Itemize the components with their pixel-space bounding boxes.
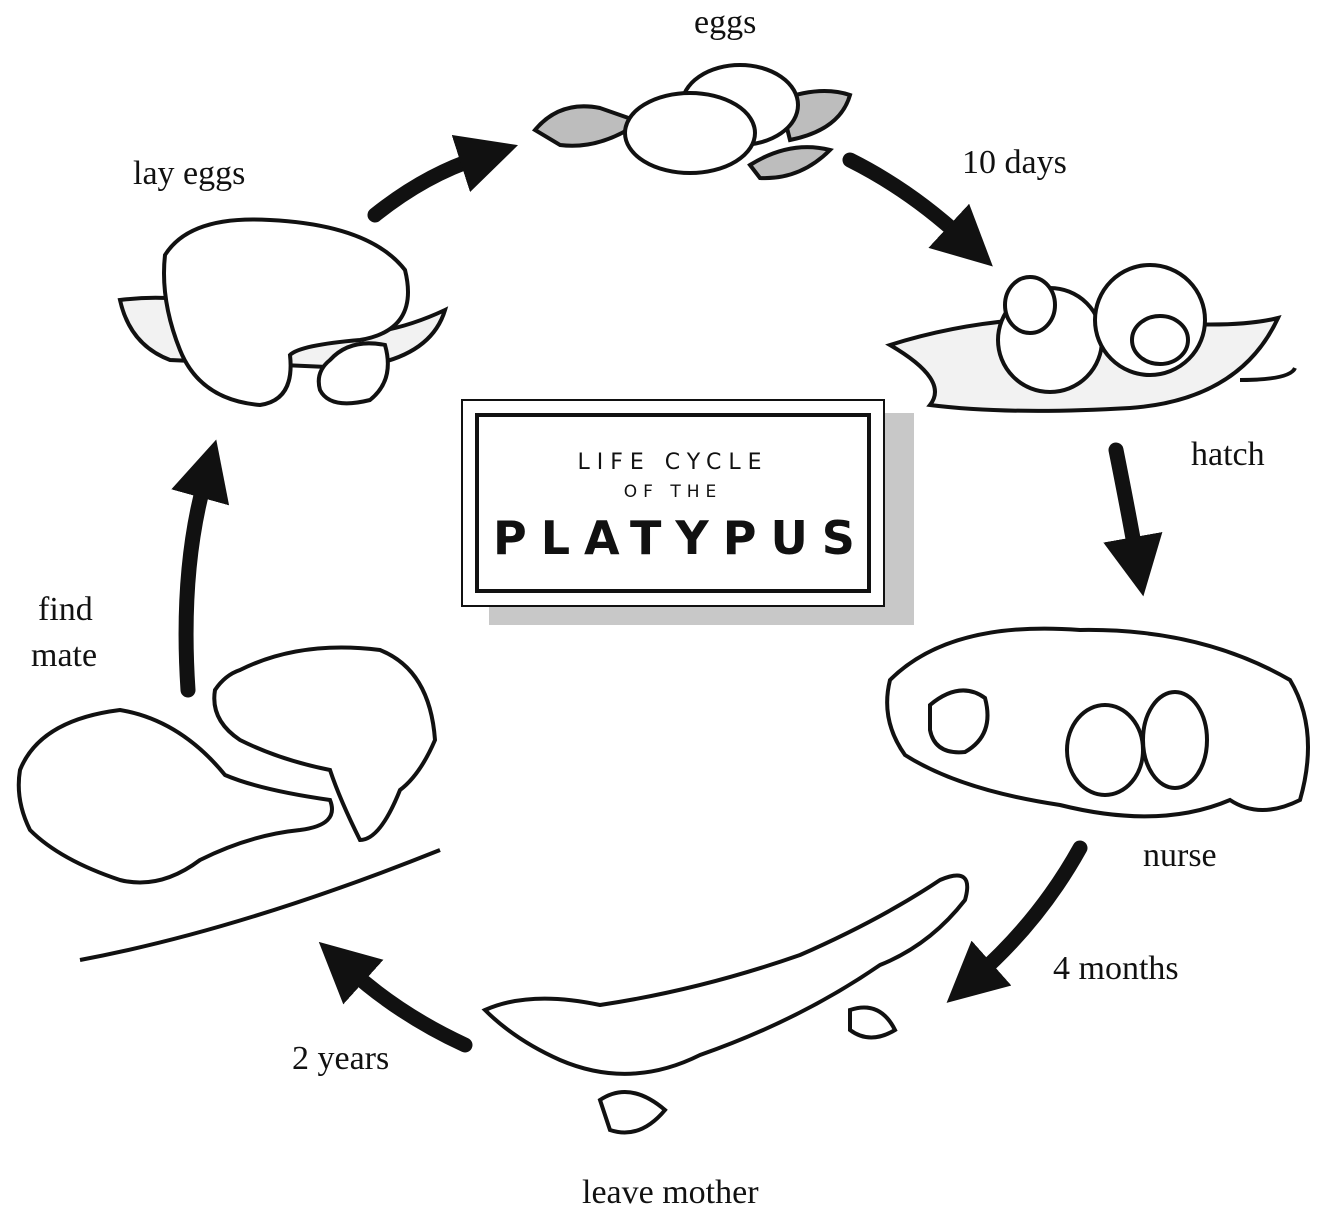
hatchlings-illustration xyxy=(890,265,1295,411)
juvenile-platypus-illustration xyxy=(485,876,967,1133)
label-nurse: nurse xyxy=(1143,833,1217,879)
juvenile-foot-front xyxy=(600,1092,665,1133)
title-line-1: LIFE CYCLE xyxy=(479,449,867,477)
label-mate: mate xyxy=(31,633,97,679)
title-box: LIFE CYCLE OF THE PLATYPUS xyxy=(461,399,885,607)
arrow-mate-to-lay xyxy=(186,480,205,690)
hatch-stem xyxy=(1240,368,1295,380)
juvenile-body xyxy=(485,876,967,1074)
title-inner-frame: LIFE CYCLE OF THE PLATYPUS xyxy=(475,413,871,593)
eggs-illustration xyxy=(535,65,850,178)
mating-pair-illustration xyxy=(19,648,440,961)
label-lay-eggs: lay eggs xyxy=(133,151,245,197)
title-line-3: PLATYPUS xyxy=(479,509,867,567)
label-2-years: 2 years xyxy=(292,1036,389,1082)
leaf-right-bottom xyxy=(750,147,830,178)
hatchling-right xyxy=(1132,316,1188,364)
arrow-hatch-to-nurse xyxy=(1116,450,1136,555)
arrow-eggs-to-hatch xyxy=(850,160,962,238)
laying-platypus-illustration xyxy=(120,219,445,405)
label-10-days: 10 days xyxy=(962,140,1067,186)
egg-front xyxy=(625,93,755,173)
arrow-leave-to-mate xyxy=(350,970,465,1045)
label-eggs: eggs xyxy=(694,0,756,46)
label-hatch: hatch xyxy=(1191,432,1265,478)
label-leave-mother: leave mother xyxy=(582,1170,759,1216)
label-find: find xyxy=(38,587,93,633)
arrow-lay-to-eggs xyxy=(375,158,478,215)
title-line-2: OF THE xyxy=(479,481,867,503)
hatchling-left xyxy=(1005,277,1055,333)
nursing-bill xyxy=(930,690,988,752)
nursing-platypus-illustration xyxy=(887,629,1308,817)
label-4-months: 4 months xyxy=(1053,946,1179,992)
puggle-1 xyxy=(1067,705,1143,795)
puggle-2 xyxy=(1143,692,1207,788)
juvenile-foot-back xyxy=(850,1008,895,1038)
